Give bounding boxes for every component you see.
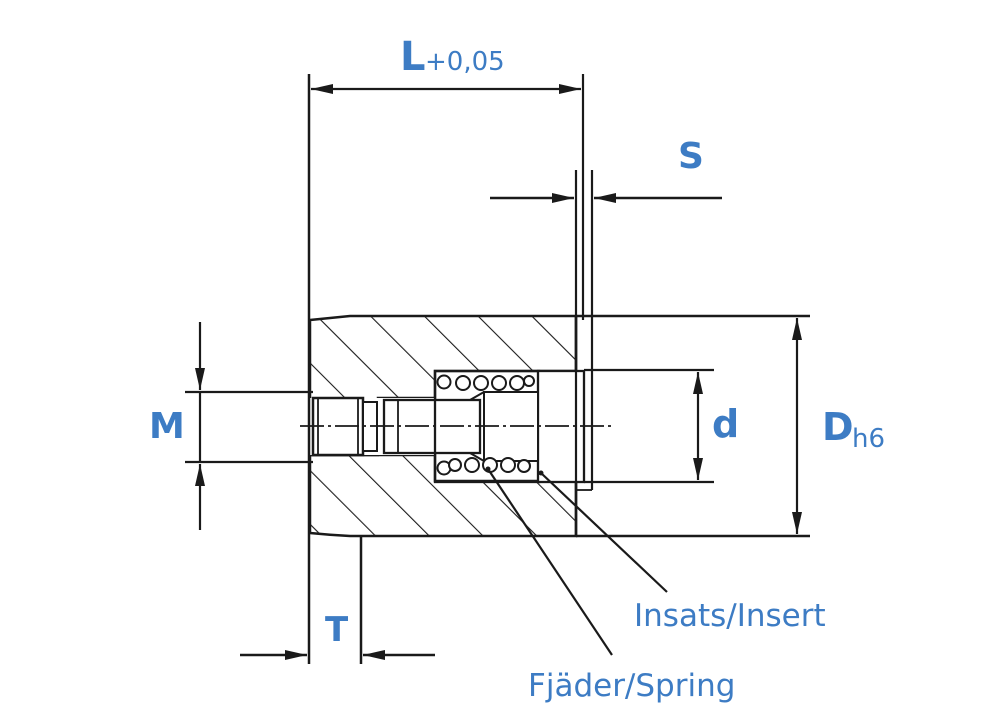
- label-spring: Fjäder/Spring: [528, 668, 735, 704]
- label-insert: Insats/Insert: [634, 598, 826, 634]
- body-outline: [574, 314, 810, 538]
- leader-lines: [485, 466, 668, 656]
- label-M: M: [149, 406, 185, 447]
- label-d: d: [712, 402, 739, 446]
- label-T: T: [325, 610, 349, 650]
- label-D-tolerance: h6: [852, 424, 885, 454]
- label-D: D: [822, 405, 854, 449]
- thread-screw: [185, 390, 378, 464]
- dimension-T: [240, 536, 435, 664]
- label-S: S: [678, 136, 704, 177]
- dimension-L: [307, 74, 585, 664]
- label-L-tolerance: +0,05: [425, 47, 505, 77]
- label-L: L: [400, 34, 426, 80]
- spring-coils: [436, 374, 535, 476]
- slot-plate: [574, 170, 594, 491]
